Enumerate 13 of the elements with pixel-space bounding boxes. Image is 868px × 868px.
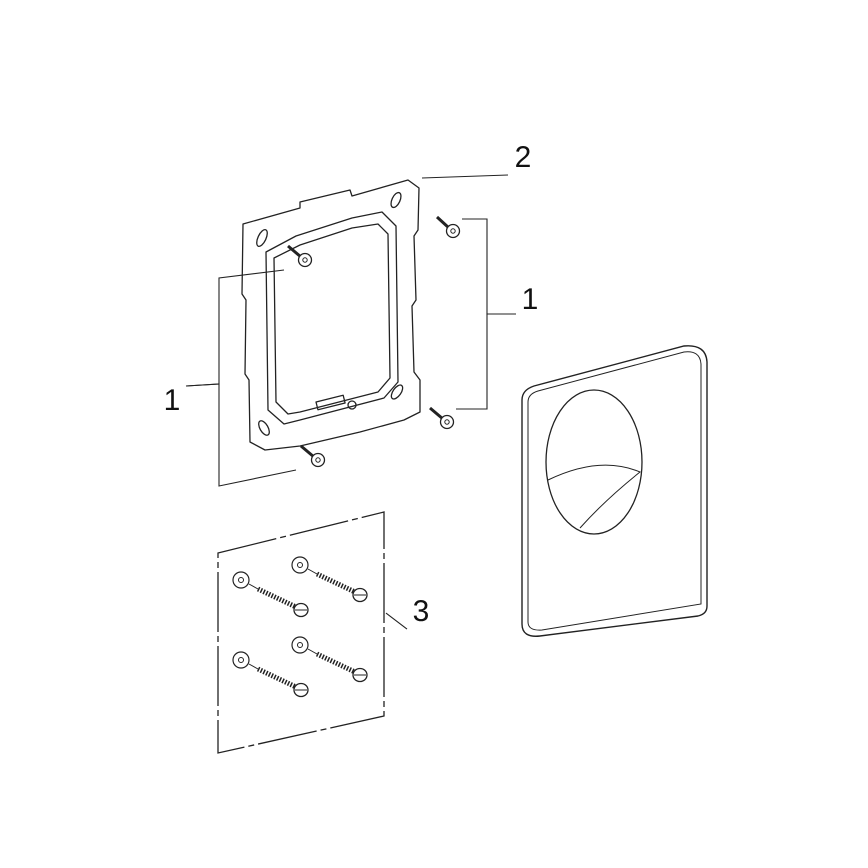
screw-drawing	[426, 404, 456, 432]
mounting-frame-drawing	[240, 178, 422, 452]
screw-drawing	[434, 213, 462, 239]
callout-number: 1	[158, 386, 186, 416]
callout-number: 3	[407, 597, 435, 627]
callout-number: 2	[508, 143, 538, 173]
callout-number: 1	[516, 285, 544, 315]
screw-drawing	[284, 242, 314, 270]
leader-line	[456, 313, 516, 410]
leader-line	[186, 383, 296, 487]
leader-line	[422, 174, 508, 179]
leader-line	[386, 612, 408, 630]
screw-bag-drawing	[216, 510, 386, 755]
